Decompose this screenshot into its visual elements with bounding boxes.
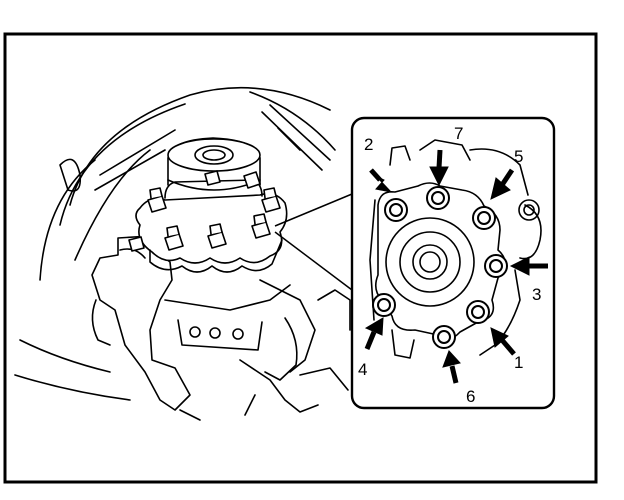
label-bolt-5: 5 (514, 147, 523, 166)
sequence-arrows (364, 149, 548, 384)
arrow-bolt-1 (490, 327, 516, 356)
detail-bolts (372, 186, 508, 349)
bolt-2-icon (384, 198, 408, 222)
arrow-bolt-5 (490, 168, 515, 200)
bolt-5-icon (472, 206, 496, 230)
arrow-bolt-6 (442, 350, 461, 384)
bolt-3-icon (484, 254, 508, 278)
label-bolt-7: 7 (454, 124, 463, 143)
arrow-bolt-4 (364, 317, 384, 350)
detail-leader-lines (274, 193, 353, 291)
label-bolt-6: 6 (466, 387, 475, 406)
hub-flange-bolts (128, 170, 281, 252)
arrow-bolt-2 (369, 168, 393, 193)
bolt-1-icon (466, 300, 490, 324)
bolt-sequence-detail-panel: 2 7 5 3 1 6 4 (350, 116, 556, 410)
label-bolt-3: 3 (532, 285, 541, 304)
arrow-bolt-7 (429, 149, 449, 187)
arrow-bolt-3 (509, 256, 548, 276)
label-bolt-1: 1 (514, 353, 523, 372)
bolt-4-icon (372, 293, 396, 317)
hub-assembly-illustration (14, 86, 351, 421)
label-bolt-4: 4 (358, 360, 367, 379)
bolt-6-icon (432, 325, 456, 349)
figure-frame (3, 32, 598, 484)
label-bolt-2: 2 (364, 135, 373, 154)
callout-labels: 2 7 5 3 1 6 4 (358, 124, 541, 406)
bolt-7-icon (426, 186, 450, 210)
